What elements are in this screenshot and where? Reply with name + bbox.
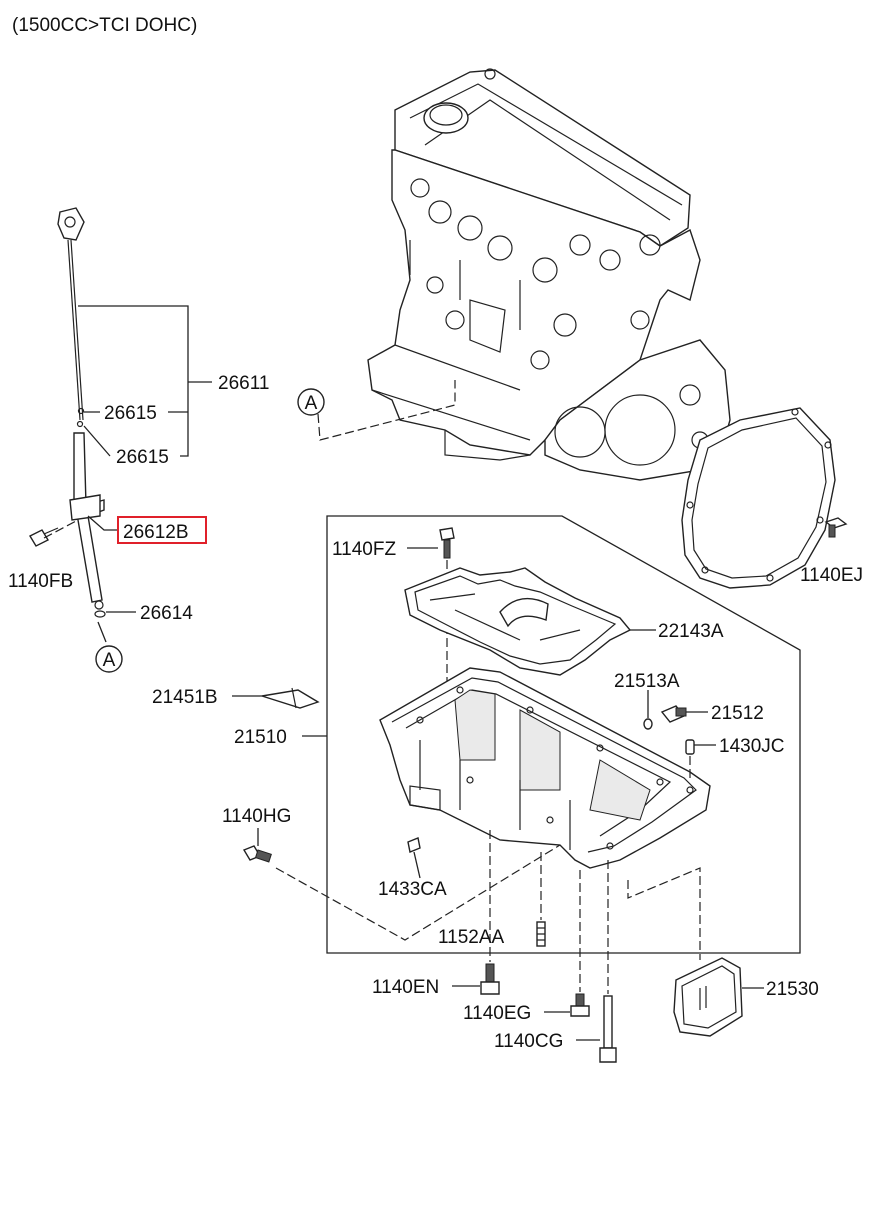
gasket-illustration [681,407,836,589]
reference-marker-a-bottom: A [95,645,123,673]
reference-marker-a-top: A [297,388,325,416]
bolt-1140fb-icon [29,527,59,547]
engine-block-illustration [367,68,731,481]
label-21530[interactable]: 21530 [766,979,819,1000]
label-21512[interactable]: 21512 [711,703,764,724]
label-1433ca[interactable]: 1433CA [378,879,447,900]
label-1152aa[interactable]: 1152AA [438,927,505,948]
label-1140ej[interactable]: 1140EJ [800,565,863,586]
label-22143a[interactable]: 22143A [658,621,724,642]
label-26612b[interactable]: 26612B [123,522,189,543]
label-1140fz[interactable]: 1140FZ [332,539,396,560]
svg-text:A: A [305,393,318,414]
label-26611[interactable]: 26611 [218,373,269,394]
label-21513a[interactable]: 21513A [614,671,680,692]
drain-plug-icon [660,705,687,723]
label-1140hg[interactable]: 1140HG [222,806,291,827]
oil-pan-assembly-frame [326,515,801,954]
label-26615-upper[interactable]: 26615 [104,403,157,424]
label-1140fb[interactable]: 1140FB [8,571,73,592]
pin-1430jc-icon [685,739,695,755]
bolt-1140cg-icon [599,995,617,1063]
diagram-title: (1500CC>TCI DOHC) [12,15,197,36]
bracket-26611 [78,305,189,457]
stud-1152aa-icon [536,921,546,947]
label-26614[interactable]: 26614 [140,603,193,624]
bolt-1140en-icon [480,963,500,995]
reference-a-leader [317,380,456,441]
bolt-1140fz-icon [439,527,455,559]
cover-21530-illustration [673,957,743,1037]
pin-1433ca-icon [407,837,421,853]
label-26615-lower[interactable]: 26615 [116,447,169,468]
baffle-plate-illustration [404,567,632,676]
label-21451b[interactable]: 21451B [152,687,218,708]
dipstick-illustration [57,207,106,618]
label-1430jc[interactable]: 1430JC [719,736,785,757]
svg-text:A: A [103,650,116,671]
clip-21451b-icon [261,687,320,709]
label-1140eg[interactable]: 1140EG [463,1003,531,1024]
bolt-1140hg-icon [242,845,272,863]
bolt-1140eg-icon [570,993,590,1017]
label-26612b-highlight-box [117,516,207,544]
label-21510[interactable]: 21510 [234,727,287,748]
oil-pan-illustration [379,667,711,869]
label-1140en[interactable]: 1140EN [372,977,439,998]
bolt-1140ej-icon [824,517,848,538]
label-1140cg[interactable]: 1140CG [494,1031,563,1052]
bolt-1140fb-leader [43,519,79,539]
drain-washer-icon [643,718,653,730]
